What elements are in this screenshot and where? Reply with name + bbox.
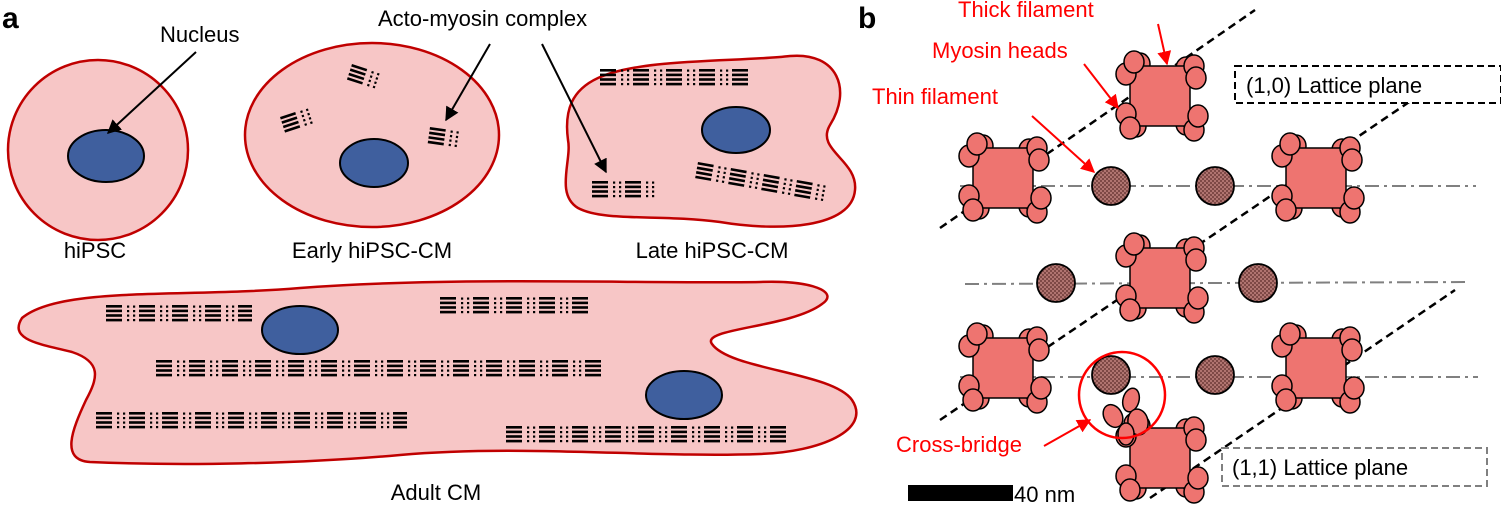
hipsc-label: hiPSC: [64, 238, 126, 263]
thin-filament-label: Thin filament: [872, 84, 998, 109]
adult-cm-cell: [17, 279, 858, 466]
thin-filament-arrow: [1031, 115, 1096, 173]
cross-bridge-highlight-circle: [1077, 350, 1167, 440]
early-hipsc-cm-label: Early hiPSC-CM: [292, 238, 452, 263]
adult-acto-myosin-row-5: [506, 426, 786, 443]
complex-arrow-early: [445, 43, 491, 122]
early-hipsc-cm-cell: [243, 41, 501, 229]
late-hipsc-cm-nucleus: [701, 106, 771, 154]
scale-bar: [908, 485, 1013, 501]
cross-bridge-label: Cross-bridge: [896, 432, 1022, 457]
thick-filament-arrow: [1157, 23, 1172, 66]
adult-acto-myosin-row-3: [156, 360, 601, 377]
complex-arrow-late: [541, 43, 607, 174]
myosin-heads-label: Myosin heads: [932, 38, 1068, 63]
lattice-plane-11-box: [1221, 447, 1488, 487]
thick-filament-left-1: [958, 132, 1052, 224]
adult-acto-myosin-row-2: [440, 297, 588, 314]
thin-filaments: [1036, 166, 1278, 395]
thick-filament-left-2: [958, 322, 1052, 414]
thick-filament-right-1: [1271, 132, 1365, 224]
thick-filament-center: [1115, 232, 1209, 324]
scale-bar-label: 40 nm: [1014, 482, 1075, 507]
adult-acto-myosin-row-1: [106, 305, 252, 322]
adult-cm-label: Adult CM: [391, 480, 481, 505]
panel-a-letter: a: [2, 2, 19, 35]
thick-filament-label: Thick filament: [958, 0, 1094, 22]
cross-bridge-heads: [1102, 387, 1149, 446]
thick-filament-top: [1115, 50, 1209, 142]
thick-filament-right-2: [1271, 322, 1365, 414]
cross-bridge-arrow: [1043, 419, 1092, 447]
early-hipsc-cm-nucleus: [339, 138, 409, 188]
adult-cm-nucleus-1: [261, 305, 339, 355]
adult-acto-myosin-row-4: [96, 412, 407, 429]
lattice-plane-10-label: (1,0) Lattice plane: [1246, 73, 1422, 98]
acto-myosin-complex-label: Acto-myosin complex: [378, 6, 587, 31]
nucleus-label: Nucleus: [160, 22, 239, 47]
panel-b-letter: b: [858, 2, 876, 35]
nucleus-arrow: [106, 51, 197, 134]
lattice-plane-11-label: (1,1) Lattice plane: [1232, 455, 1408, 480]
lattice-plane-10-box: [1234, 65, 1501, 104]
hipsc-nucleus: [67, 129, 145, 183]
myosin-heads-arrow: [1083, 63, 1119, 110]
adult-cm-nucleus-2: [645, 370, 723, 420]
late-hipsc-cm-label: Late hiPSC-CM: [636, 238, 789, 263]
